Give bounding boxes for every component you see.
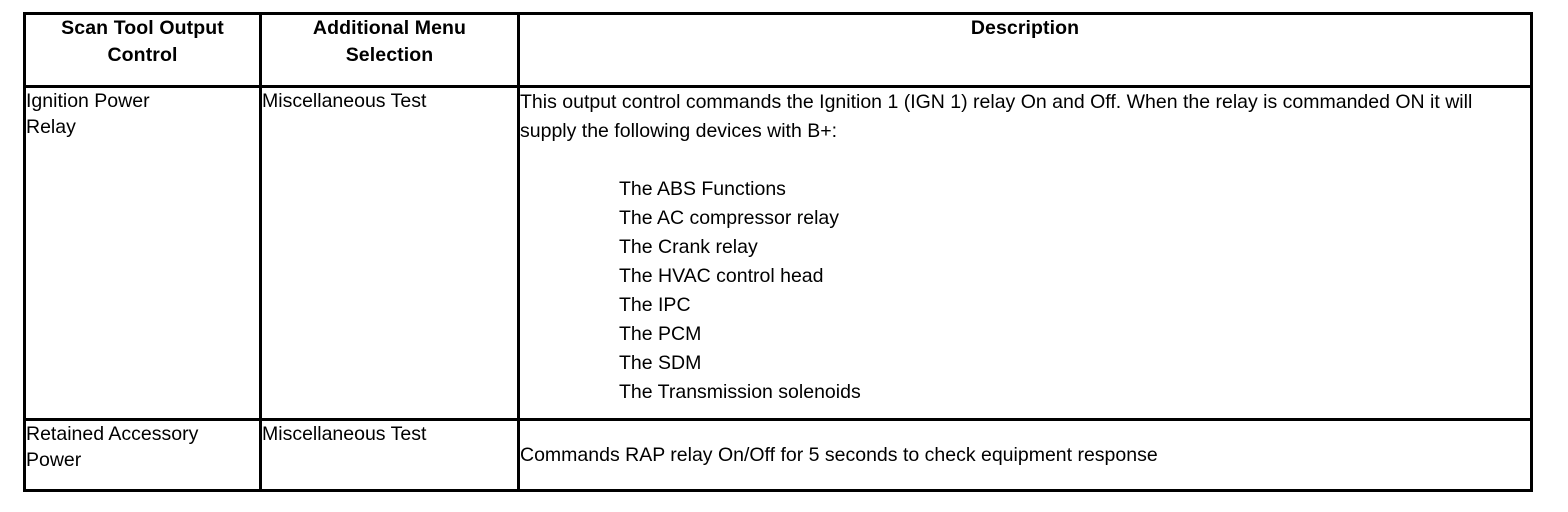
table-header: Scan Tool Output Control Additional Menu…: [23, 12, 1533, 88]
list-item: The SDM: [619, 352, 702, 374]
cell-additional-menu-selection: Miscellaneous Test: [259, 418, 520, 492]
control-name-line-2: Relay: [26, 116, 76, 138]
cell-description: Commands RAP relay On/Off for 5 seconds …: [517, 418, 1533, 492]
list-item: The AC compressor relay: [619, 207, 839, 229]
list-item: The ABS Functions: [619, 178, 786, 200]
column-header-scan-tool-output-control: Scan Tool Output Control: [23, 12, 262, 88]
table-row: Retained Accessory Power Miscellaneous T…: [23, 418, 1533, 492]
column-header-additional-menu-selection: Additional Menu Selection: [259, 12, 520, 88]
cell-description: This output control commands the Ignitio…: [517, 85, 1533, 421]
column-header-line-1: Additional Menu: [312, 17, 467, 39]
list-item: The Crank relay: [619, 236, 758, 258]
table-body: Ignition Power Relay Miscellaneous Test …: [23, 85, 1533, 492]
cell-additional-menu-selection: Miscellaneous Test: [259, 85, 520, 421]
control-name-line-2: Power: [26, 449, 82, 471]
table-header-row: Scan Tool Output Control Additional Menu…: [23, 12, 1533, 88]
cell-scan-tool-output-control: Ignition Power Relay: [23, 85, 262, 421]
column-header-line-1: Description: [970, 17, 1080, 39]
column-header-description: Description: [517, 12, 1533, 88]
control-name-line-1: Retained Accessory: [26, 423, 199, 445]
column-header-line-2: Selection: [345, 44, 434, 66]
list-item: The PCM: [619, 323, 702, 345]
list-item: The IPC: [619, 294, 691, 316]
list-item: The Transmission solenoids: [619, 381, 861, 403]
control-name-line-1: Ignition Power: [26, 90, 150, 112]
column-header-line-2: Control: [107, 44, 178, 66]
description-device-list: The ABS Functions The AC compressor rela…: [619, 175, 1530, 407]
cell-scan-tool-output-control: Retained Accessory Power: [23, 418, 262, 492]
table-row: Ignition Power Relay Miscellaneous Test …: [23, 85, 1533, 421]
scan-tool-output-control-table: Scan Tool Output Control Additional Menu…: [23, 12, 1533, 492]
column-header-line-1: Scan Tool Output: [61, 17, 224, 39]
list-item: The HVAC control head: [619, 265, 824, 287]
description-paragraph: This output control commands the Ignitio…: [520, 91, 1473, 142]
description-paragraph: Commands RAP relay On/Off for 5 seconds …: [520, 443, 1158, 466]
